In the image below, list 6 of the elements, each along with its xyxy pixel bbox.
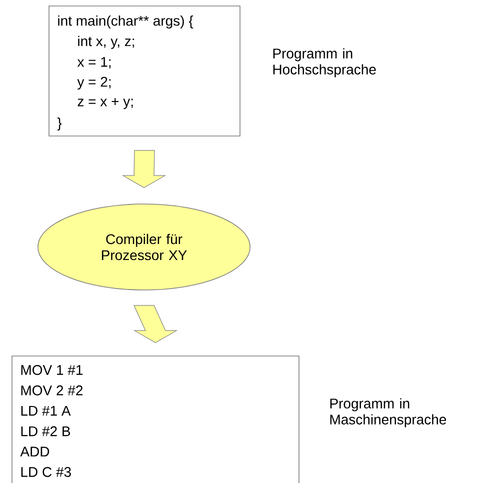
block-arrow — [133, 305, 178, 343]
code-box: MOV 1 #1 MOV 2 #2 LD #1 A LD #2 B ADD LD C #3 — [12, 356, 300, 483]
side-label: Programm in Maschinensprache — [330, 398, 446, 428]
side-label: Programm in Hochschsprache — [273, 48, 376, 78]
code-box: int main(char** args) { int x, y, z; x = 1; y = 2; z = x + y; } — [48, 6, 240, 136]
block-arrow — [122, 150, 166, 188]
